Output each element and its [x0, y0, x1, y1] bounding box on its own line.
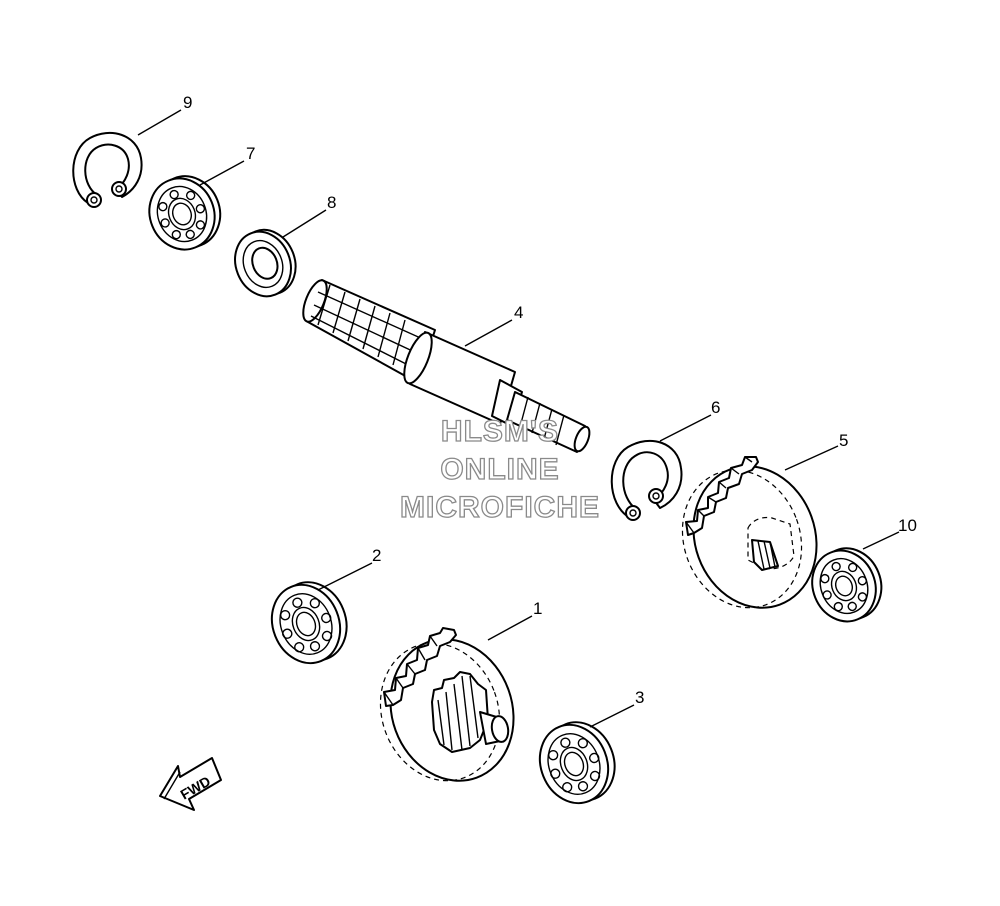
- callout-3[interactable]: 3: [635, 688, 644, 707]
- circlip-icon[interactable]: [610, 439, 683, 521]
- circlip-icon[interactable]: [72, 131, 143, 208]
- callout-7[interactable]: 7: [246, 144, 255, 163]
- leader-lines: [137, 109, 900, 728]
- gear-icon[interactable]: [664, 449, 836, 625]
- splined-shaft-icon[interactable]: [298, 277, 592, 453]
- ball-bearing-icon[interactable]: [260, 572, 358, 674]
- callout-labels: 9 7 8 4 6 5 10 2 1 3: [183, 93, 917, 707]
- ball-bearing-icon[interactable]: [139, 166, 231, 259]
- watermark-line1: HLSM'S: [441, 415, 559, 448]
- oil-seal-icon[interactable]: [226, 221, 305, 304]
- fwd-arrow-icon: FWD: [159, 757, 222, 811]
- callout-2[interactable]: 2: [372, 546, 381, 565]
- watermark-line3: MICROFICHE: [400, 491, 600, 524]
- ball-bearing-icon[interactable]: [528, 712, 626, 814]
- callout-4[interactable]: 4: [514, 303, 523, 322]
- callout-1[interactable]: 1: [533, 599, 542, 618]
- callout-8[interactable]: 8: [327, 193, 336, 212]
- callout-9[interactable]: 9: [183, 93, 192, 112]
- watermark-line2: ONLINE: [440, 453, 559, 486]
- callout-5[interactable]: 5: [839, 431, 848, 450]
- ball-bearing-icon[interactable]: [802, 539, 892, 631]
- watermark: HLSM'S ONLINE MICROFICHE: [399, 414, 600, 524]
- callout-6[interactable]: 6: [711, 398, 720, 417]
- gear-icon[interactable]: [362, 622, 533, 798]
- callout-10[interactable]: 10: [898, 516, 917, 535]
